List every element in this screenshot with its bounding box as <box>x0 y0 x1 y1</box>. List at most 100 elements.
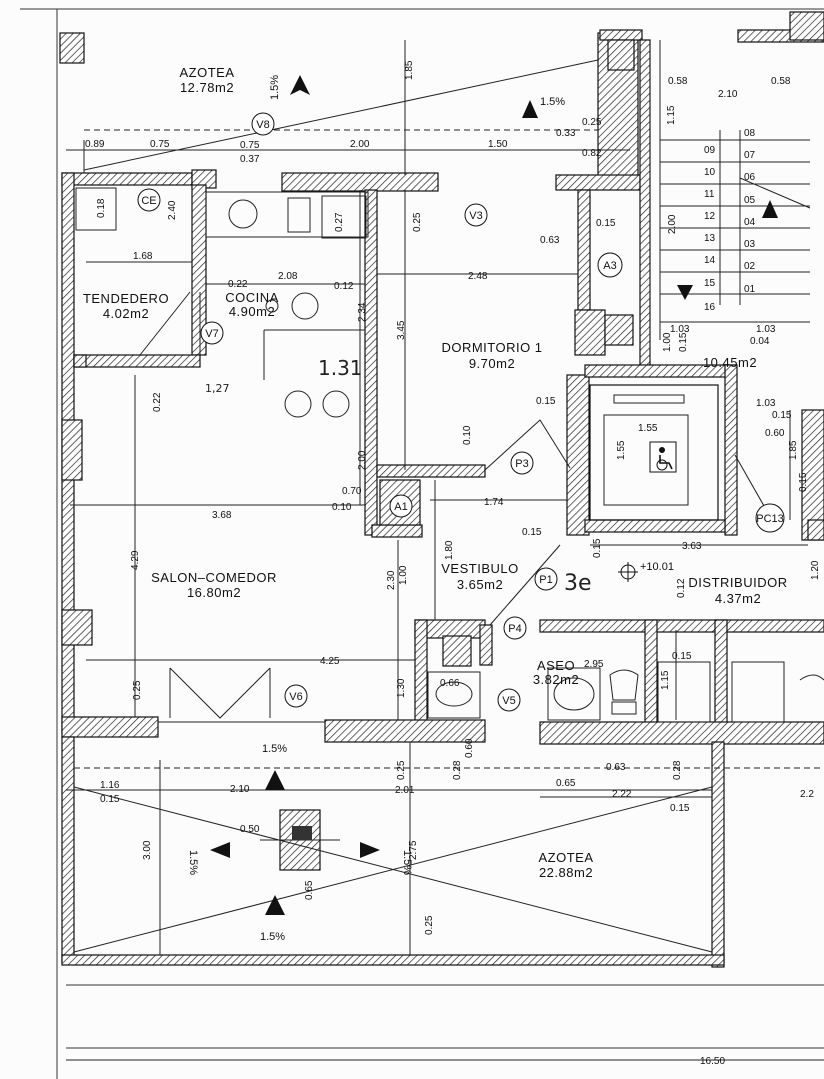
linework <box>66 40 824 1061</box>
room-name-tendedero: TENDEDERO <box>83 291 169 306</box>
room-name-distribuidor: DISTRIBUIDOR <box>688 575 787 590</box>
room-area-vestibulo: 3.65m2 <box>457 577 503 592</box>
dimension-label: 1.16 <box>100 780 120 791</box>
room-name-dormitorio: DORMITORIO 1 <box>441 340 542 355</box>
sheet-border <box>20 8 824 1079</box>
dimension-label: 1.55 <box>616 440 627 460</box>
dimension-label: 1.74 <box>484 497 504 508</box>
stair-step: 08 <box>744 128 756 139</box>
dimension-label: 16.50 <box>700 1056 725 1067</box>
dimension-label: 0.82 <box>582 148 602 159</box>
dimension-label: 0.65 <box>556 778 576 789</box>
tag-circles <box>137 112 785 712</box>
tag-p1: P1 <box>539 574 552 586</box>
dimension-label: 0.15 <box>592 538 603 558</box>
dimension-label: 0.25 <box>582 117 602 128</box>
dimension-label: 1.55 <box>638 423 658 434</box>
dimension-label: 0.25 <box>132 680 143 700</box>
dimension-label: 0.58 <box>771 76 791 87</box>
room-name-vestibulo: VESTIBULO <box>441 561 518 576</box>
slope-arrows <box>210 75 778 915</box>
dimension-label: 2.30 <box>386 570 397 590</box>
room-area-stairs: 10.45m2 <box>703 355 757 370</box>
slope-label: 1.5% <box>262 743 287 755</box>
dimension-label: 0.04 <box>750 336 770 347</box>
dimension-label: 0.15 <box>678 332 689 352</box>
dimension-label: 0.25 <box>424 915 435 935</box>
dimension-label: 4.25 <box>320 656 340 667</box>
dimension-label: 0.60 <box>765 428 785 439</box>
tag-p4: P4 <box>508 623 521 635</box>
dimension-label: 0.12 <box>676 578 687 598</box>
dimension-label: 0.22 <box>228 279 248 290</box>
handwritten-note: 1,27 <box>205 382 230 395</box>
dimension-label: 0.18 <box>96 198 107 218</box>
tag-pc: PC13 <box>756 513 784 525</box>
dimension-labels: 0.89 0.75 0.75 0.37 2.00 1.50 0.82 0.33 … <box>85 60 821 1067</box>
tag-v7: V7 <box>205 328 218 340</box>
room-name-cocina: COCINA <box>225 290 279 305</box>
room-name-azotea-top: AZOTEA <box>179 65 234 80</box>
dimension-label: 2.75 <box>408 840 419 860</box>
dimension-label: 0.15 <box>100 794 120 805</box>
stair-step: 14 <box>704 255 716 266</box>
dimension-label: 2.2 <box>800 789 814 800</box>
room-area-aseo: 3.82m2 <box>533 672 579 687</box>
tag-a1: A1 <box>394 501 407 513</box>
dimension-label: 0.15 <box>536 396 556 407</box>
dimension-label: 0.63 <box>606 762 626 773</box>
room-area-tendedero: 4.02m2 <box>103 306 149 321</box>
dimension-label: 0.15 <box>522 527 542 538</box>
drain-icon <box>292 826 312 840</box>
dimension-label: 1.68 <box>133 251 153 262</box>
stair-step: 02 <box>744 261 756 272</box>
dimension-label: 0.63 <box>540 235 560 246</box>
level-label: +10.01 <box>640 561 674 573</box>
dimension-label: 2.00 <box>357 450 368 470</box>
dimension-label: 0.50 <box>240 824 260 835</box>
dimension-label: 2.10 <box>230 784 250 795</box>
stair-step: 03 <box>744 239 756 250</box>
dimension-label: 3.68 <box>212 510 232 521</box>
slope-label: 1.5% <box>401 850 413 875</box>
dimension-label: 0.15 <box>772 410 792 421</box>
stair-step: 10 <box>704 167 716 178</box>
stair-step: 04 <box>744 217 756 228</box>
stair-step-numbers: 08 09 07 10 06 11 05 12 04 13 03 14 02 1… <box>704 128 756 313</box>
dimension-label: 4.29 <box>130 550 141 570</box>
dimension-label: 0.25 <box>412 212 423 232</box>
stair-step: 01 <box>744 284 756 295</box>
dimension-label: 1.85 <box>788 440 799 460</box>
dimension-label: 0.22 <box>152 392 163 412</box>
stair-step: 16 <box>704 302 716 313</box>
dimension-label: 3.00 <box>142 840 153 860</box>
room-name-aseo: ASEO <box>537 658 575 673</box>
dimension-label: 0.15 <box>672 651 692 662</box>
dimension-label: 1.85 <box>404 60 415 80</box>
dimension-label: 0.33 <box>556 128 576 139</box>
stair-step: 05 <box>744 195 756 206</box>
dimension-label: 2.00 <box>350 139 370 150</box>
dimension-label: 2.48 <box>468 271 488 282</box>
slope-label: 1.5% <box>260 931 285 943</box>
dimension-label: 0.27 <box>334 212 345 232</box>
dimension-label: 0.89 <box>85 139 105 150</box>
tag-v6: V6 <box>289 691 302 703</box>
room-area-dormitorio: 9.70m2 <box>469 356 515 371</box>
dimension-label: 2.95 <box>584 659 604 670</box>
dimension-label: 0.12 <box>334 281 354 292</box>
room-area-azotea-bottom: 22.88m2 <box>539 865 593 880</box>
tag-v8: V8 <box>256 119 269 131</box>
stair-step: 06 <box>744 172 756 183</box>
dimension-label: 3.63 <box>682 541 702 552</box>
room-area-azotea-top: 12.78m2 <box>180 80 234 95</box>
dimension-label: 0.75 <box>150 139 170 150</box>
stair-step: 07 <box>744 150 756 161</box>
dimension-label: 0.70 <box>342 486 362 497</box>
tag-a3: A3 <box>603 260 616 272</box>
dimension-label: 0.15 <box>798 472 809 492</box>
dimension-label: 2.01 <box>395 785 415 796</box>
dimension-label: 0.10 <box>462 425 473 445</box>
dimension-label: 0.15 <box>670 803 690 814</box>
